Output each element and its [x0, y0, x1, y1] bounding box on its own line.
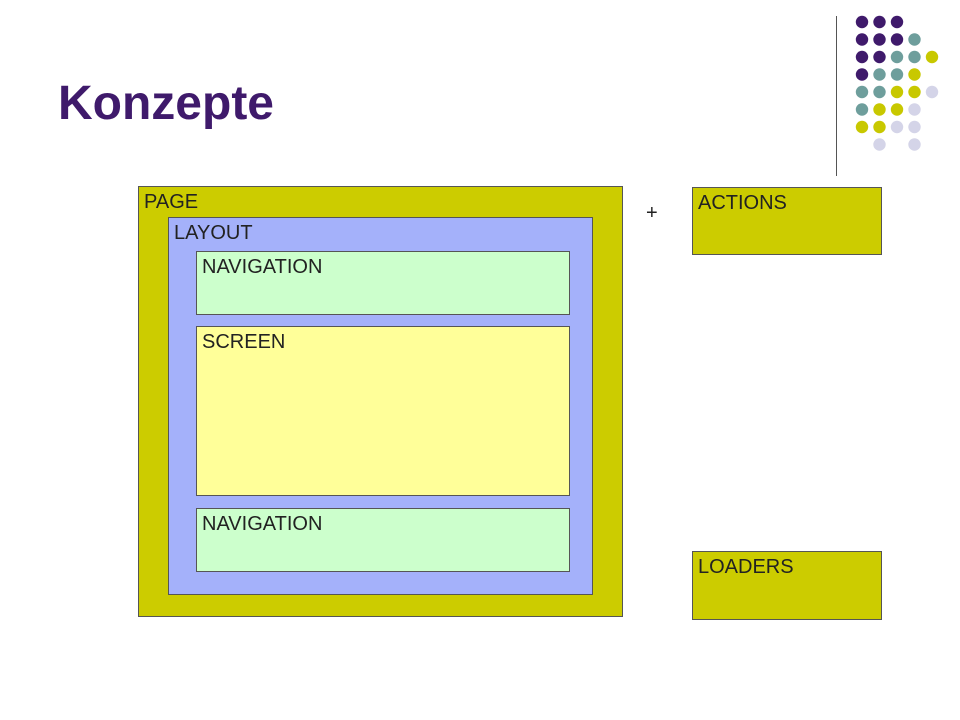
loaders-label: LOADERS	[698, 556, 794, 578]
loaders-box: LOADERS	[692, 551, 882, 620]
screen-label: SCREEN	[202, 331, 286, 353]
decorative-dot	[855, 120, 869, 134]
navigation-bottom-box: NAVIGATION	[196, 508, 570, 572]
decorative-dot	[855, 33, 869, 46]
decorative-dot	[908, 103, 921, 116]
decorative-dot	[855, 50, 869, 64]
decorative-dot	[873, 85, 886, 99]
decorative-dot	[908, 120, 921, 134]
slide-title: Konzepte	[58, 77, 274, 130]
plus-sign: +	[646, 202, 658, 224]
decorative-dot	[873, 68, 886, 81]
actions-label: ACTIONS	[698, 192, 787, 214]
navigation-bottom-label: NAVIGATION	[202, 513, 323, 535]
decorative-dot	[855, 103, 869, 116]
decorative-dot	[890, 50, 904, 64]
decorative-dot	[890, 120, 904, 134]
decorative-dot	[908, 50, 921, 64]
decorative-dot	[890, 68, 904, 81]
decorative-dot	[890, 103, 904, 116]
decorative-dot	[873, 33, 886, 46]
decorative-dot	[873, 120, 886, 134]
decorative-dot	[908, 85, 921, 99]
decorative-dot	[873, 138, 886, 151]
decorative-dot	[908, 68, 921, 81]
decorative-dot	[890, 15, 904, 29]
navigation-top-box: NAVIGATION	[196, 251, 570, 315]
decorative-dot	[890, 85, 904, 99]
decorative-dot	[908, 138, 921, 151]
decorative-dot	[855, 68, 869, 81]
decorative-dot	[908, 33, 921, 46]
decorative-dot	[855, 85, 869, 99]
decorative-dot-grid	[855, 15, 939, 151]
actions-box: ACTIONS	[692, 187, 882, 255]
decorative-vertical-line	[836, 16, 837, 176]
decorative-dot	[890, 33, 904, 46]
decorative-dot	[873, 50, 886, 64]
decorative-dot	[873, 103, 886, 116]
decorative-dot	[855, 15, 869, 29]
decorative-dot	[925, 85, 939, 99]
layout-label: LAYOUT	[174, 222, 253, 244]
screen-box: SCREEN	[196, 326, 570, 496]
decorative-dot	[925, 50, 939, 64]
page-label: PAGE	[144, 191, 199, 213]
decorative-dot	[873, 15, 886, 29]
navigation-top-label: NAVIGATION	[202, 256, 323, 278]
